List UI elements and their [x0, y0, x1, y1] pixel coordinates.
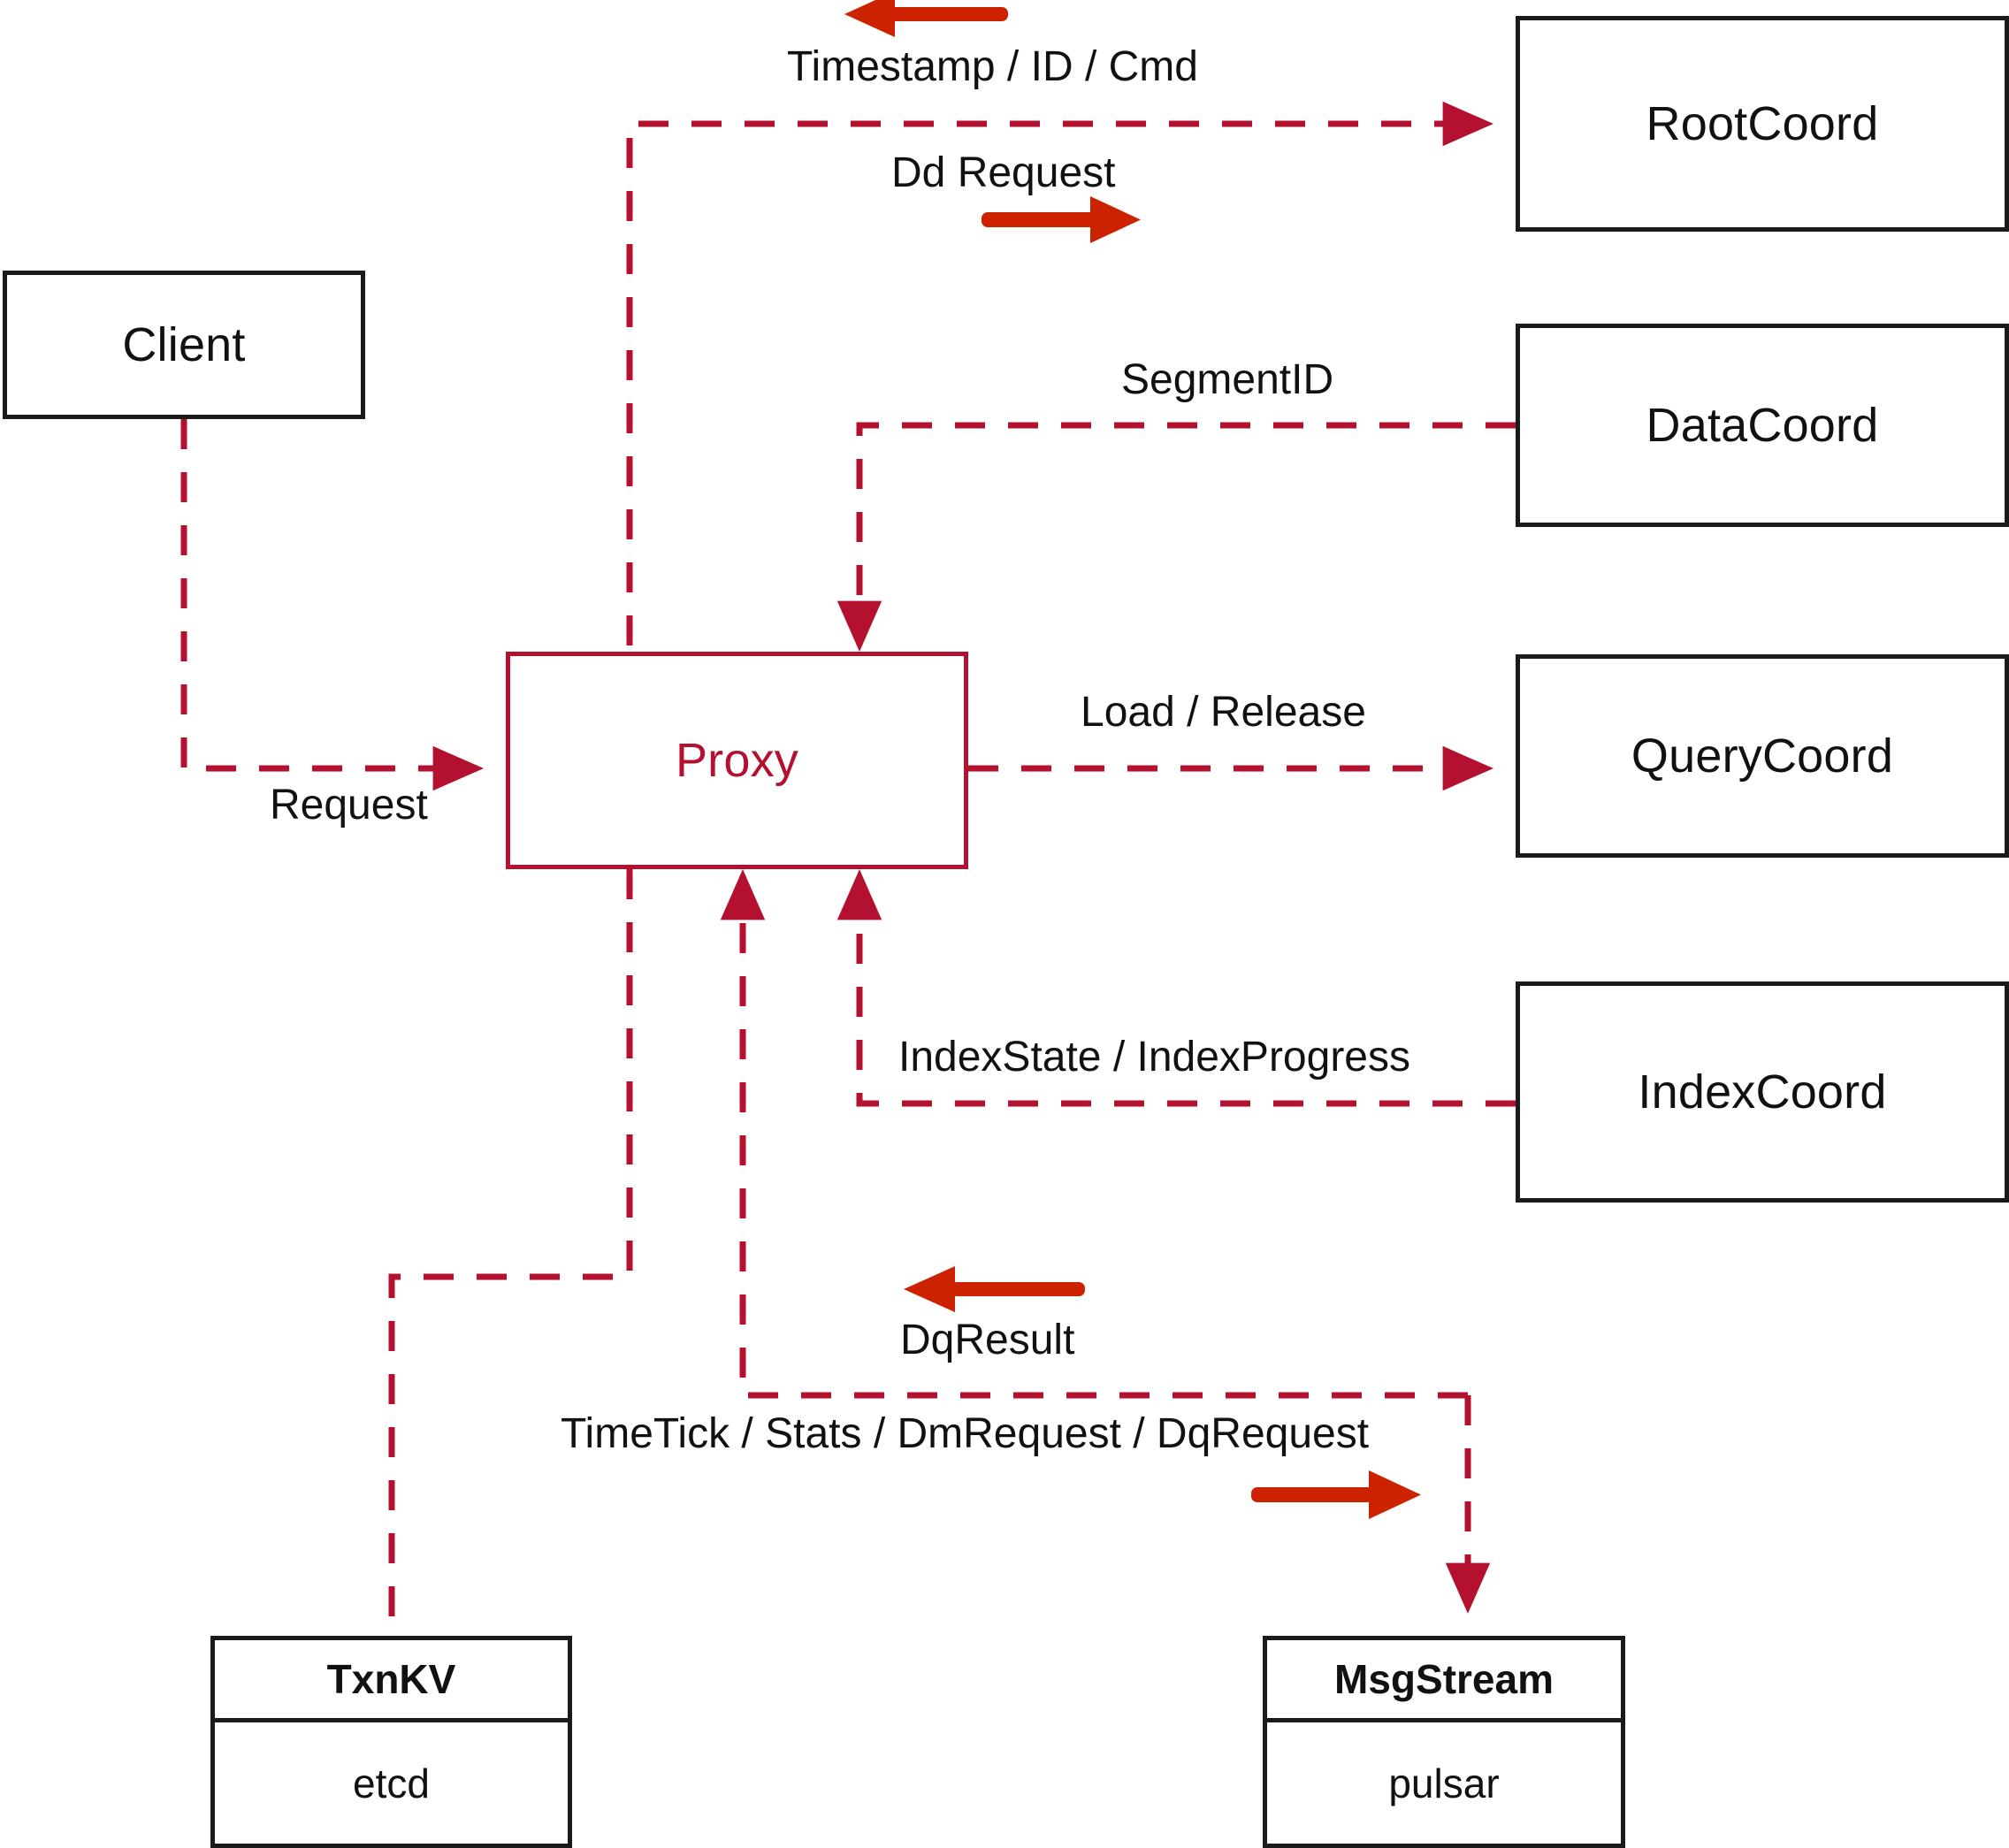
node-txnkv-header: TxnKV [215, 1640, 568, 1722]
node-client[interactable]: Client [3, 271, 365, 419]
direction-arrow-timetick-right [1251, 1470, 1421, 1519]
node-datacoord[interactable]: DataCoord [1516, 324, 2009, 527]
edge-client-to-proxy [180, 419, 485, 791]
edge-indexcoord-to-proxy [836, 868, 1516, 1107]
direction-arrow-dqresult-left [904, 1266, 1085, 1312]
node-indexcoord[interactable]: IndexCoord [1516, 981, 2009, 1203]
node-msgstream-body: pulsar [1267, 1722, 1621, 1844]
edge-proxy-to-rootcoord [626, 101, 1494, 645]
node-msgstream-header-label: MsgStream [1334, 1656, 1554, 1702]
node-proxy-label: Proxy [675, 734, 799, 787]
node-datacoord-label: DataCoord [1646, 399, 1879, 452]
edge-proxy-to-txnkv [388, 869, 633, 1636]
direction-arrow-timestamp-left [844, 0, 1008, 37]
node-msgstream-body-label: pulsar [1388, 1760, 1500, 1806]
edge-datacoord-to-proxy [836, 422, 1516, 653]
node-txnkv-body-label: etcd [353, 1760, 430, 1806]
node-client-label: Client [122, 318, 246, 371]
node-proxy[interactable]: Proxy [506, 652, 968, 869]
node-msgstream[interactable]: MsgStream pulsar [1263, 1636, 1625, 1848]
node-txnkv-header-label: TxnKV [326, 1656, 456, 1702]
node-msgstream-header: MsgStream [1267, 1640, 1621, 1722]
edge-label-timetick-stats-dm-dq: TimeTick / Stats / DmRequest / DqRequest [561, 1410, 1370, 1457]
node-rootcoord-label: RootCoord [1646, 97, 1879, 150]
edge-label-dd-request: Dd Request [891, 149, 1116, 196]
edge-label-load-release: Load / Release [1081, 689, 1366, 736]
node-rootcoord[interactable]: RootCoord [1516, 16, 2009, 232]
edge-label-request: Request [270, 782, 428, 829]
direction-arrow-dd-request-right [982, 196, 1141, 243]
edge-label-timestamp-id-cmd: Timestamp / ID / Cmd [787, 43, 1198, 90]
node-txnkv[interactable]: TxnKV etcd [210, 1636, 572, 1848]
direction-arrows [844, 0, 1421, 1519]
edge-label-dq-result: DqResult [900, 1317, 1075, 1363]
edge-msgstream-to-proxy [720, 868, 1468, 1399]
node-indexcoord-label: IndexCoord [1638, 1065, 1887, 1119]
node-txnkv-body: etcd [215, 1722, 568, 1844]
node-querycoord[interactable]: QueryCoord [1516, 654, 2009, 858]
edge-label-segment-id: SegmentID [1121, 356, 1334, 403]
node-querycoord-label: QueryCoord [1631, 729, 1894, 783]
edge-label-index-state-progress: IndexState / IndexProgress [898, 1034, 1410, 1081]
